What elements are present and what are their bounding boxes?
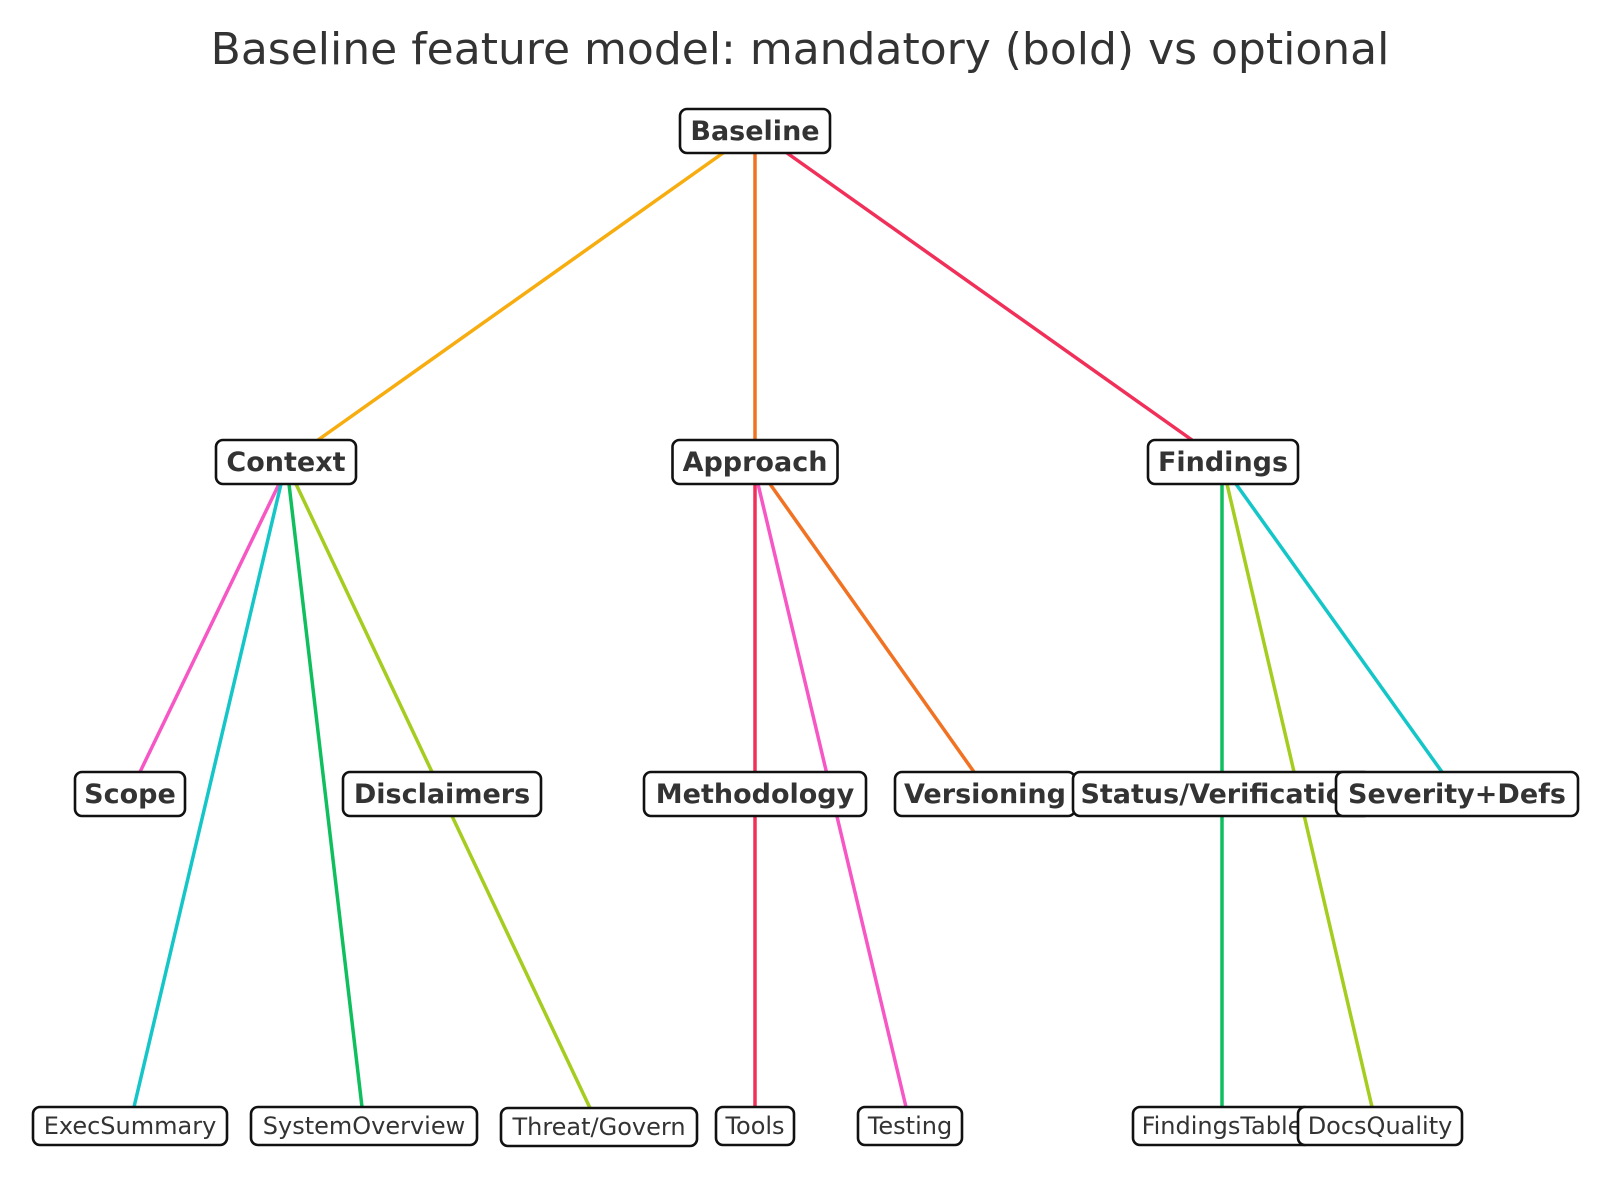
node-label-baseline: Baseline <box>690 116 819 147</box>
node-execsummary: ExecSummary <box>31 1105 229 1147</box>
node-severity: Severity+Defs <box>1334 770 1580 818</box>
node-label-methodology: Methodology <box>656 779 855 810</box>
node-box-severity <box>1334 770 1580 818</box>
node-testing: Testing <box>856 1105 964 1147</box>
node-box-methodology <box>642 770 868 818</box>
node-box-disclaimers <box>341 770 543 818</box>
node-context: Context <box>214 438 358 486</box>
node-box-baseline <box>678 107 832 155</box>
node-status: Status/Verification <box>1071 770 1373 818</box>
edge-disclaimers-to-threat <box>450 815 592 1109</box>
node-box-scope <box>73 770 187 818</box>
node-label-findingstable: FindingsTable <box>1142 1112 1303 1140</box>
node-label-findings: Findings <box>1158 447 1288 478</box>
node-box-threat <box>499 1106 699 1148</box>
edge-context-to-scope <box>138 483 281 773</box>
edge-baseline-to-context <box>316 151 725 442</box>
edge-findings-to-severity <box>1234 482 1444 774</box>
node-findingstable: FindingsTable <box>1131 1105 1313 1147</box>
node-methodology: Methodology <box>642 770 868 818</box>
edges-layer <box>132 151 1444 1109</box>
diagram-title: Baseline feature model: mandatory (bold)… <box>211 24 1390 75</box>
node-label-systemoverview: SystemOverview <box>263 1112 466 1140</box>
edge-context-to-disclaimers <box>294 483 434 773</box>
node-label-threat: Threat/Govern <box>511 1113 685 1141</box>
node-box-context <box>214 438 358 486</box>
node-label-severity: Severity+Defs <box>1348 779 1566 810</box>
node-versioning: Versioning <box>893 770 1077 818</box>
node-findings: Findings <box>1146 438 1300 486</box>
node-label-tools: Tools <box>724 1112 784 1140</box>
node-box-systemoverview <box>249 1105 479 1147</box>
node-box-testing <box>856 1105 964 1147</box>
node-approach: Approach <box>671 438 839 486</box>
edge-baseline-to-findings <box>785 151 1194 442</box>
node-box-docsquality <box>1296 1105 1464 1147</box>
edge-context-to-systemoverview <box>287 483 364 1108</box>
edge-context-to-execsummary <box>132 483 283 1108</box>
node-label-context: Context <box>226 447 345 478</box>
node-box-execsummary <box>31 1105 229 1147</box>
node-box-tools <box>714 1105 796 1147</box>
node-baseline: Baseline <box>678 107 832 155</box>
node-disclaimers: Disclaimers <box>341 770 543 818</box>
node-label-testing: Testing <box>867 1112 952 1140</box>
node-box-approach <box>671 438 839 486</box>
node-label-status: Status/Verification <box>1080 779 1363 810</box>
node-label-versioning: Versioning <box>904 779 1066 810</box>
node-label-execsummary: ExecSummary <box>44 1112 217 1140</box>
node-label-scope: Scope <box>84 779 176 810</box>
node-scope: Scope <box>73 770 187 818</box>
node-label-disclaimers: Disclaimers <box>354 779 530 810</box>
node-systemoverview: SystemOverview <box>249 1105 479 1147</box>
node-tools: Tools <box>714 1105 796 1147</box>
edge-approach-to-versioning <box>768 482 976 774</box>
node-threat: Threat/Govern <box>499 1106 699 1148</box>
node-box-findings <box>1146 438 1300 486</box>
node-label-approach: Approach <box>683 447 828 478</box>
node-label-docsquality: DocsQuality <box>1308 1112 1453 1140</box>
node-docsquality: DocsQuality <box>1296 1105 1464 1147</box>
